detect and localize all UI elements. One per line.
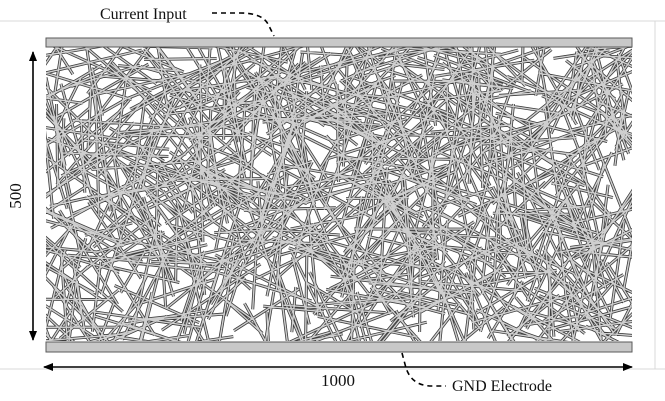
width-dimension-label: 1000 [321,371,355,390]
gnd-electrode-leader [401,352,446,387]
current-input-electrode [45,37,633,48]
height-dimension-label: 500 [6,183,25,209]
nanowire-network [46,46,632,341]
current-input-leader [212,12,275,37]
gnd-electrode-label: GND Electrode [452,378,552,395]
gnd-electrode [45,341,633,353]
current-input-label: Current Input [100,6,187,23]
wire-cores [46,46,632,341]
